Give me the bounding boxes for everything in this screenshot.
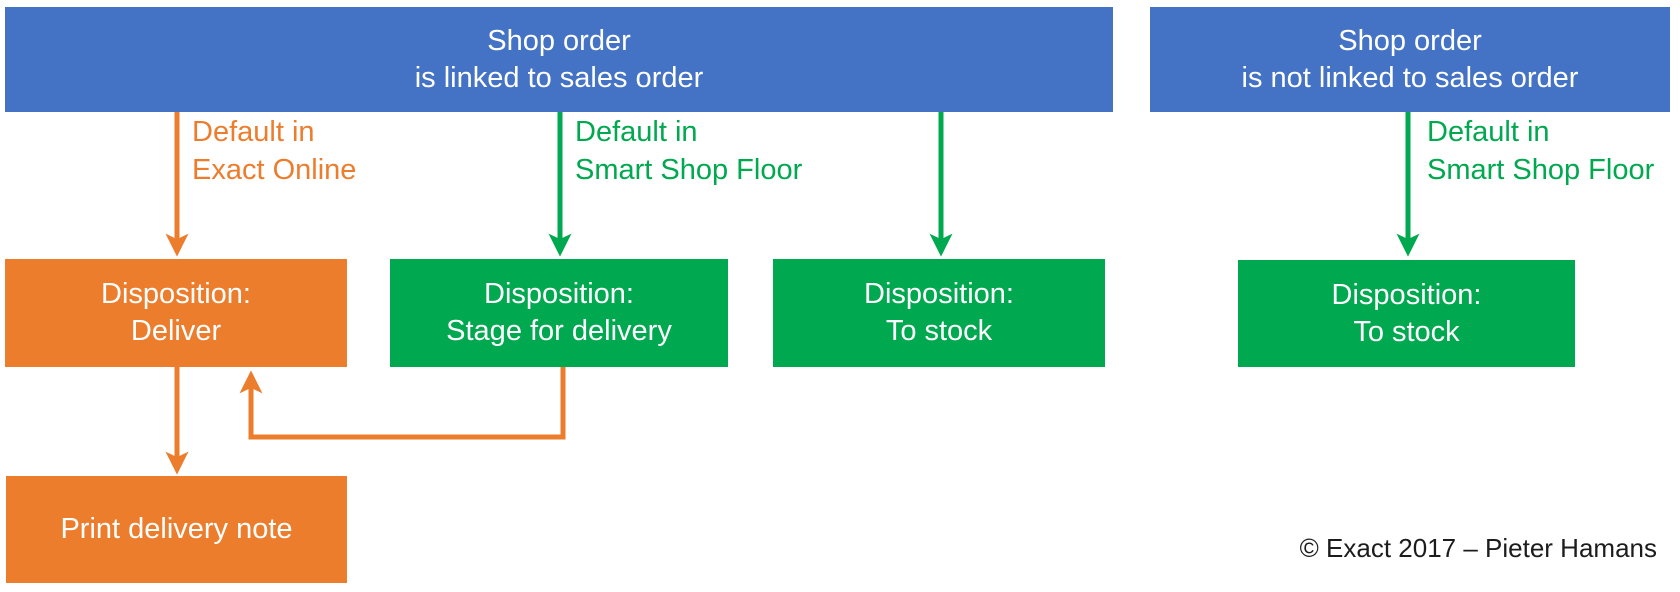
- arrow-elbow-icon-stage-to-deliver: [239, 367, 566, 440]
- node-disposition-stage-line2: Stage for delivery: [446, 315, 672, 347]
- node-disposition-to-stock-linked: Disposition: To stock: [773, 259, 1105, 367]
- node-shop-order-not-linked: Shop order is not linked to sales order: [1150, 7, 1670, 112]
- node-shop-order-linked-line1: Shop order: [487, 24, 631, 57]
- node-disposition-deliver: Disposition: Deliver: [5, 259, 347, 367]
- node-shop-order-not-linked-line1: Shop order: [1338, 24, 1482, 57]
- node-disposition-to-stock-not-linked: Disposition: To stock: [1238, 260, 1575, 367]
- arrow-label-default-ssf-linked-line2: Smart Shop Floor: [575, 154, 803, 186]
- copyright-text: © Exact 2017 – Pieter Hamans: [1299, 533, 1657, 563]
- arrow-label-default-exact-online-line2: Exact Online: [192, 154, 357, 186]
- arrow-label-default-exact-online: Default in Exact Online: [192, 113, 356, 189]
- arrow-label-default-ssf-linked-line1: Default in: [575, 116, 698, 148]
- arrow-label-default-ssf-not-linked-line2: Smart Shop Floor: [1427, 154, 1655, 186]
- node-disposition-to-stock-not-linked-line2: To stock: [1353, 315, 1460, 348]
- arrow-label-default-exact-online-line1: Default in: [192, 116, 315, 148]
- arrow-label-default-ssf-not-linked-line1: Default in: [1427, 116, 1550, 148]
- node-disposition-to-stock-not-linked-line1: Disposition:: [1331, 278, 1482, 311]
- arrow-label-default-ssf-linked: Default in Smart Shop Floor: [575, 113, 802, 189]
- node-disposition-stage-line1: Disposition:: [484, 278, 634, 310]
- node-disposition-stage-for-delivery: Disposition: Stage for delivery: [390, 259, 728, 367]
- node-shop-order-not-linked-line2: is not linked to sales order: [1241, 61, 1579, 94]
- node-print-delivery-note: Print delivery note: [6, 476, 347, 583]
- node-shop-order-linked: Shop order is linked to sales order: [5, 7, 1113, 112]
- node-disposition-deliver-line2: Deliver: [130, 315, 222, 347]
- node-disposition-to-stock-linked-line2: To stock: [885, 315, 993, 347]
- arrow-label-default-ssf-not-linked: Default in Smart Shop Floor: [1427, 113, 1654, 189]
- node-print-delivery-note-label: Print delivery note: [60, 513, 293, 545]
- node-disposition-to-stock-linked-line1: Disposition:: [864, 278, 1014, 310]
- node-disposition-deliver-line1: Disposition:: [101, 278, 251, 310]
- node-shop-order-linked-line2: is linked to sales order: [414, 61, 704, 94]
